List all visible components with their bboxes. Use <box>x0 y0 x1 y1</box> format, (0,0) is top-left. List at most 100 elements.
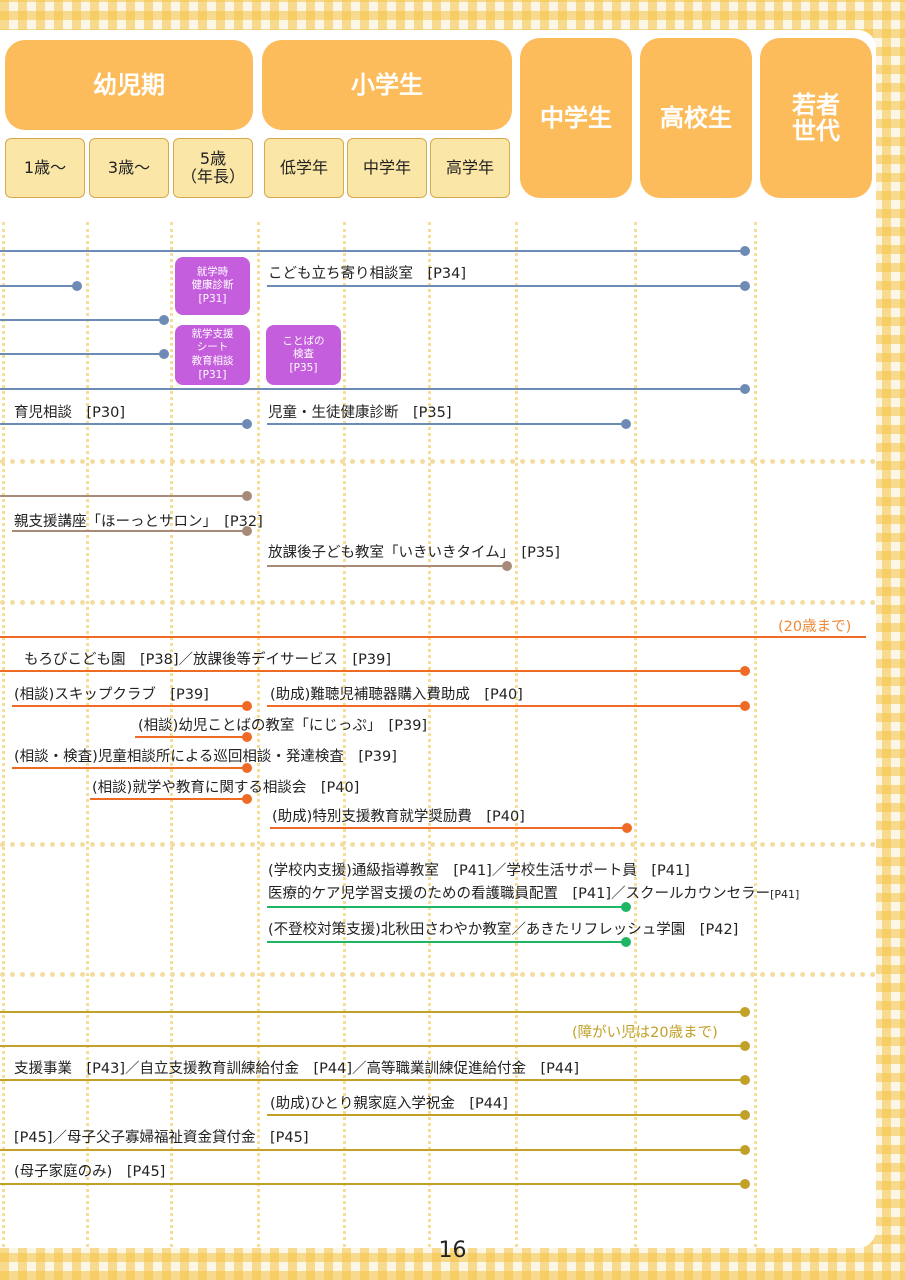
timeline-end-dot <box>621 419 631 429</box>
box-line: 健康診断 <box>191 279 234 292</box>
service-label: (助成)特別支援教育就学奨励費 [P40] <box>272 809 525 825</box>
box-line: 検査 <box>293 348 314 361</box>
timeline-end-dot <box>242 419 252 429</box>
service-label: 医療的ケア児学習支援のための看護職員配置 [P41]／スクールカウンセラー[P4… <box>268 882 799 903</box>
timeline-end-dot <box>740 1179 750 1189</box>
box-line: 就学時 <box>196 265 229 278</box>
timeline-bar <box>0 319 164 321</box>
timeline-end-dot <box>621 902 631 912</box>
page-number: 16 <box>438 1238 467 1263</box>
timeline-bar <box>0 670 745 672</box>
timeline-end-dot <box>159 349 169 359</box>
box-line: ことばの <box>282 334 325 347</box>
grid-line <box>515 222 518 1247</box>
box-line: [P31] <box>198 368 227 381</box>
box-line: [P31] <box>198 292 227 305</box>
subheader-age5: 5歳 （年長） <box>173 138 253 198</box>
box-line: シート <box>196 341 229 354</box>
service-label: (学校内支援)通級指導教室 [P41]／学校生活サポート員 [P41] <box>268 863 690 879</box>
kenko-shindan-box: 就学時 健康診断 [P31] <box>175 257 250 315</box>
section-divider <box>0 459 876 464</box>
timeline-bar <box>135 736 247 738</box>
grid-line <box>170 222 173 1247</box>
timeline-bar <box>267 285 745 287</box>
service-label: こども立ち寄り相談室 [P34] <box>268 266 467 282</box>
timeline-end-dot <box>242 491 252 501</box>
timeline-end-dot <box>621 937 631 947</box>
timeline-bar <box>0 1045 745 1047</box>
subheader-age5-line2: （年長） <box>180 167 245 186</box>
timeline-end-dot <box>740 1041 750 1051</box>
header-wakamono-line1: 若者 <box>792 90 840 119</box>
subheader-mid-label: 中学年 <box>362 157 411 177</box>
service-label: (助成)難聴児補聴器購入費助成 [P40] <box>270 687 523 703</box>
timeline-bar <box>0 1011 745 1013</box>
subheader-mid: 中学年 <box>347 138 427 198</box>
subheader-high: 高学年 <box>430 138 510 198</box>
kotoba-kensa-box: ことばの 検査 [P35] <box>266 325 341 385</box>
timeline-bar <box>0 285 77 287</box>
service-label: 児童・生徒健康診断 [P35] <box>268 405 452 421</box>
age-note: (障がい児は20歳まで) <box>572 1025 718 1041</box>
timeline-end-dot <box>740 384 750 394</box>
section-divider <box>0 972 876 977</box>
timeline-bar <box>0 388 745 390</box>
timeline-bar <box>267 705 745 707</box>
timeline-end-dot <box>159 315 169 325</box>
service-label: 親支援講座「ほーっとサロン」 [P32] <box>14 514 263 530</box>
timeline-bar <box>12 705 247 707</box>
timeline-end-dot <box>740 1110 750 1120</box>
timeline-end-dot <box>242 763 252 773</box>
header-yoji-label: 幼児期 <box>93 70 165 99</box>
timeline-end-dot <box>72 281 82 291</box>
service-label: (助成)ひとり親家庭入学祝金 [P44] <box>270 1096 508 1112</box>
header-shogaku: 小学生 <box>262 40 512 130</box>
timeline-bar <box>0 423 247 425</box>
timeline-end-dot <box>242 701 252 711</box>
subheader-low-label: 低学年 <box>279 157 328 177</box>
grid-line <box>428 222 431 1247</box>
section-divider <box>0 842 876 847</box>
subheader-age1: 1歳～ <box>5 138 85 198</box>
timeline-end-dot <box>622 823 632 833</box>
service-label-part: 医療的ケア児学習支援のための看護職員配置 [P41]／スクールカウンセラー <box>268 886 771 902</box>
timeline-end-dot <box>740 666 750 676</box>
service-label: 育児相談 [P30] <box>14 405 126 421</box>
shugaku-shien-box: 就学支援 シート 教育相談 [P31] <box>175 325 250 385</box>
subheader-age5-line1: 5歳 <box>199 148 227 168</box>
timeline-bar <box>0 1149 745 1151</box>
service-label-part: [P41] <box>770 888 800 901</box>
box-line: [P35] <box>289 361 318 374</box>
service-label: (相談)就学や教育に関する相談会 [P40] <box>92 780 360 796</box>
header-wakamono: 若者 世代 <box>760 38 872 198</box>
grid-line <box>86 222 89 1247</box>
timeline-end-dot <box>740 1007 750 1017</box>
subheader-high-label: 高学年 <box>445 157 494 177</box>
timeline-end-dot <box>740 701 750 711</box>
timeline-end-dot <box>740 281 750 291</box>
service-label: (相談)スキップクラブ [P39] <box>14 687 209 703</box>
subheader-age3: 3歳～ <box>89 138 169 198</box>
timeline-bar <box>270 827 627 829</box>
timeline-end-dot <box>740 246 750 256</box>
timeline-bar <box>0 353 164 355</box>
subheader-low: 低学年 <box>264 138 344 198</box>
header-wakamono-line2: 世代 <box>792 117 840 145</box>
service-label: (相談)幼児ことばの教室「にじっぷ」 [P39] <box>138 718 428 734</box>
timeline-bar <box>267 906 626 908</box>
timeline-bar <box>90 798 247 800</box>
timeline-end-dot <box>242 732 252 742</box>
subheader-age3-label: 3歳～ <box>107 157 151 177</box>
grid-line <box>257 222 260 1247</box>
timeline-bar <box>0 495 247 497</box>
timeline-bar <box>267 423 626 425</box>
service-label: 放課後子ども教室「いきいきタイム」 [P35] <box>268 545 560 561</box>
header-koko-label: 高校生 <box>660 103 732 132</box>
timeline-end-dot <box>740 1145 750 1155</box>
timeline-bar <box>0 1079 745 1081</box>
timeline-bar <box>0 1183 745 1185</box>
timeline-bar <box>12 530 247 532</box>
timeline-end-dot <box>502 561 512 571</box>
section-divider <box>0 600 876 605</box>
service-label: (相談・検査)児童相談所による巡回相談・発達検査 [P39] <box>14 749 397 765</box>
